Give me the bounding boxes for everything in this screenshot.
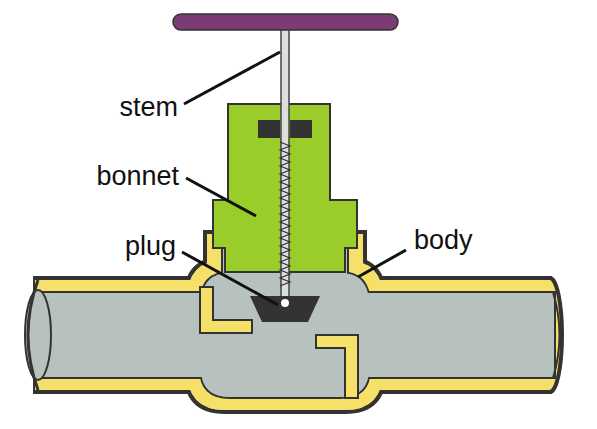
plug xyxy=(250,296,320,322)
handwheel xyxy=(173,14,398,30)
part-label: body xyxy=(414,227,473,254)
part-label: plug xyxy=(125,233,176,260)
stem xyxy=(280,22,290,298)
packing xyxy=(290,120,312,138)
leader-lines xyxy=(182,52,406,305)
part-label: stem xyxy=(119,94,178,121)
part-label: bonnet xyxy=(96,163,179,190)
packing xyxy=(258,120,280,138)
screw-thread xyxy=(280,142,290,286)
